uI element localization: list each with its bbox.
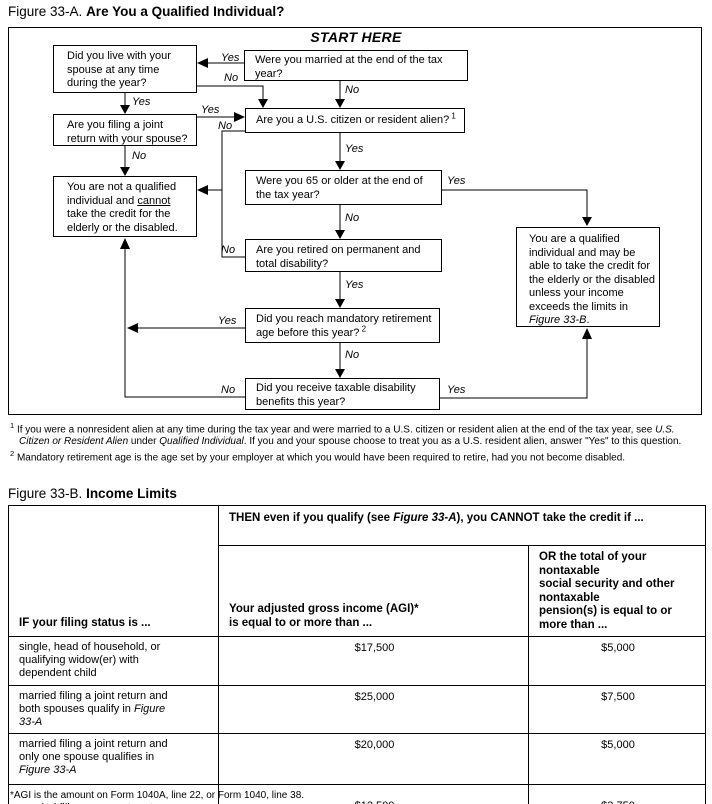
edge-taxable-no-trunk	[124, 249, 245, 398]
edge-label-citizen-yes: Yes	[345, 143, 364, 155]
cell-status-joint-both: married filing a joint return and both s…	[8, 685, 219, 734]
edge-label-citizen-no: No	[218, 120, 233, 132]
arrow-joint-yes	[234, 112, 245, 122]
cell-status-single: single, head of household, or qualifying…	[8, 636, 219, 686]
figure-33b-title-text: Income Limits	[86, 486, 177, 501]
cell-status-joint-one: married filing a joint return and only o…	[8, 733, 219, 785]
node-mandatory-retirement: Did you reach mandatory retirement age b…	[245, 308, 440, 343]
arrow-joint-no	[120, 167, 130, 176]
node-citizen-text: Are you a U.S. citizen or resident alien…	[256, 111, 456, 126]
node-joint-return-text: Are you filing a joint return with your …	[67, 119, 188, 145]
edge-label-age65-yes: Yes	[447, 175, 466, 187]
arrow-to-qualified-bottom	[582, 328, 592, 339]
figure-33b-title: Figure 33-B. Income Limits	[8, 486, 177, 501]
footnote-1-marker: 1	[10, 421, 15, 430]
edge-taxable-yes	[440, 338, 588, 399]
arrow-live-no	[258, 99, 268, 108]
edge-live-no	[197, 85, 264, 100]
cell-pension-joint-one: $5,000	[528, 733, 706, 785]
figure-33b-label: Figure 33-B.	[8, 486, 83, 501]
footnote-2-marker: 2	[10, 449, 15, 458]
edge-label-retired-no: No	[221, 244, 236, 256]
cell-pension-joint-both: $7,500	[528, 685, 706, 734]
edge-label-retired-yes: Yes	[345, 279, 364, 291]
arrow-citizen-yes	[335, 161, 345, 170]
node-age-65-text: Were you 65 or older at the end of the t…	[256, 175, 423, 201]
table-row-joint-one: married filing a joint return and only o…	[8, 733, 706, 785]
agi-footnote: *AGI is the amount on Form 1040A, line 2…	[10, 790, 305, 801]
cell-agi-single: $17,500	[218, 636, 529, 686]
edge-label-joint-no: No	[132, 150, 147, 162]
edge-label-married-yes: Yes	[221, 52, 240, 64]
income-limits-table: IF your filing status is ... THEN even i…	[8, 505, 706, 804]
arrow-retired-yes	[335, 299, 345, 308]
node-joint-return: Are you filing a joint return with your …	[53, 114, 197, 146]
edge-label-married-no: No	[345, 84, 360, 96]
node-live-with-spouse: Did you live with your spouse at any tim…	[53, 45, 197, 93]
node-married: Were you married at the end of the tax y…	[244, 50, 468, 81]
edge-label-taxable-yes: Yes	[447, 384, 466, 396]
node-qualified: You are a qualified individual and may b…	[516, 227, 660, 327]
edge-label-mandatory-no: No	[345, 349, 360, 361]
footnote-ref-2: 2	[361, 323, 367, 333]
arrow-mandatory-yes	[127, 323, 138, 333]
figure-33a-title: Figure 33-A. Are You a Qualified Individ…	[8, 4, 284, 19]
arrow-age65-yes	[582, 217, 592, 226]
node-retired-disability: Are you retired on permanent and total d…	[245, 239, 442, 272]
underlined-cannot: cannot	[137, 194, 171, 207]
figure-33b-reference: Figure 33-B	[529, 314, 587, 326]
edge-label-age65-no: No	[345, 212, 360, 224]
header-then-qualify: THEN even if you qualify (see Figure 33-…	[218, 505, 706, 546]
figure-33a-label: Figure 33-A.	[8, 4, 83, 19]
edge-label-live-yes: Yes	[132, 96, 151, 108]
header-agi: Your adjusted gross income (AGI)* is equ…	[218, 545, 529, 637]
footnote-1: 1 If you were a nonresident alien at any…	[10, 421, 682, 447]
node-qualified-text: You are a qualified individual and may b…	[529, 233, 655, 326]
edge-label-mandatory-yes: Yes	[218, 315, 237, 327]
node-taxable-benefits-text: Did you receive taxable disability benef…	[256, 382, 416, 408]
node-citizen: Are you a U.S. citizen or resident alien…	[245, 108, 465, 133]
header-pension: OR the total of your nontaxable social s…	[528, 545, 706, 637]
cell-pension-separate: $3,750	[528, 784, 706, 804]
edge-age65-yes	[442, 189, 588, 218]
table-row-joint-both: married filing a joint return and both s…	[8, 685, 706, 734]
figure-33a-reference: Figure 33-A	[393, 512, 457, 524]
arrow-mandatory-no	[335, 369, 345, 378]
edge-citizen-no-trunk	[221, 130, 245, 258]
table-header-row-1: IF your filing status is ... THEN even i…	[8, 505, 706, 637]
edge-label-joint-yes: Yes	[201, 104, 220, 116]
node-not-qualified-text: You are not a qualified individual and c…	[67, 181, 178, 234]
arrow-married-no	[335, 99, 345, 108]
node-taxable-benefits: Did you receive taxable disability benef…	[245, 378, 440, 410]
arrow-married-yes	[197, 58, 208, 68]
arrow-age65-no	[335, 230, 345, 239]
figure-33a-title-text: Are You a Qualified Individual?	[86, 4, 285, 19]
cell-pension-single: $5,000	[528, 636, 706, 686]
cell-agi-joint-one: $20,000	[218, 733, 529, 785]
footnote-2: 2 Mandatory retirement age is the age se…	[10, 449, 626, 464]
footnote-ref-1: 1	[451, 111, 456, 121]
edge-label-taxable-no: No	[221, 384, 236, 396]
table-row-separate: married filing a separate return $12,500…	[8, 784, 706, 804]
table-row-single: single, head of household, or qualifying…	[8, 636, 706, 686]
header-filing-status: IF your filing status is ...	[8, 505, 219, 637]
arrow-to-notqualified-bottom	[120, 238, 130, 249]
arrow-to-notqualified-right	[197, 185, 208, 195]
node-live-with-spouse-text: Did you live with your spouse at any tim…	[67, 50, 171, 89]
arrow-live-yes	[120, 105, 130, 114]
node-mandatory-retirement-text: Did you reach mandatory retirement age b…	[256, 313, 432, 339]
cell-agi-joint-both: $25,000	[218, 685, 529, 734]
table-header-row-2: Your adjusted gross income (AGI)* is equ…	[9, 545, 706, 637]
node-retired-disability-text: Are you retired on permanent and total d…	[256, 244, 421, 270]
edge-label-live-no: No	[224, 72, 239, 84]
node-not-qualified: You are not a qualified individual and c…	[53, 176, 197, 237]
node-age-65: Were you 65 or older at the end of the t…	[245, 170, 442, 205]
node-married-text: Were you married at the end of the tax y…	[255, 54, 443, 80]
start-here-label: START HERE	[310, 29, 402, 45]
